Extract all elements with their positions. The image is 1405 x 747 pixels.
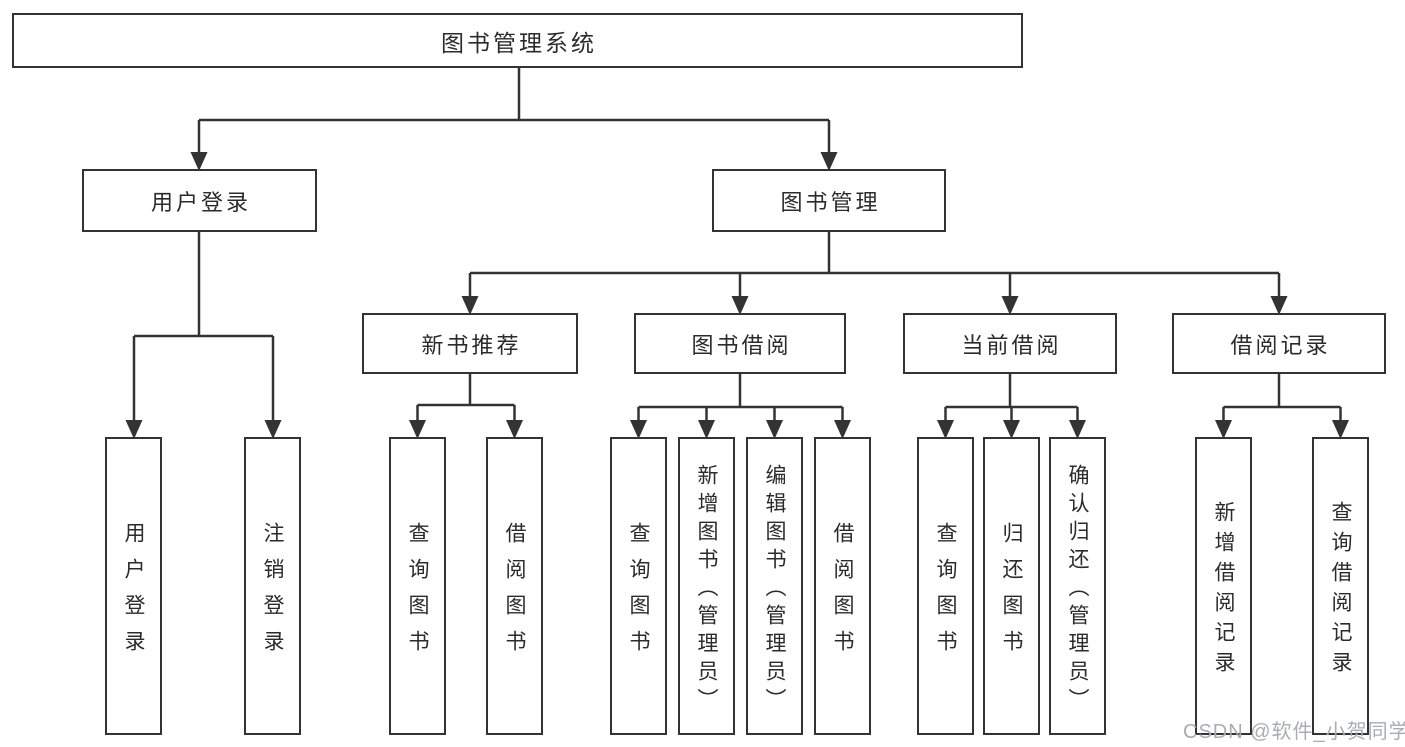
leaf-borrow-books: 借阅图书: [486, 437, 543, 735]
leaf-logout: 注销登录: [244, 437, 301, 735]
leaf-query-books-3: 查询图书: [917, 437, 974, 735]
leaf-add-borrow-record: 新增借阅记录: [1195, 437, 1252, 735]
node-new-book-recommend: 新书推荐: [362, 313, 578, 374]
leaf-query-books: 查询图书: [389, 437, 446, 735]
leaf-query-borrow-record: 查询借阅记录: [1312, 437, 1369, 735]
leaf-return-books: 归还图书: [983, 437, 1040, 735]
node-user-login: 用户登录: [82, 169, 317, 232]
leaf-add-books-admin: 新增图书（管理员）: [678, 437, 735, 735]
node-library-management-system: 图书管理系统: [12, 13, 1023, 68]
node-book-borrowing: 图书借阅: [634, 313, 846, 374]
node-book-management: 图书管理: [712, 169, 946, 232]
leaf-edit-books-admin: 编辑图书（管理员）: [746, 437, 803, 735]
node-borrowing-records: 借阅记录: [1172, 313, 1386, 374]
leaf-user-login: 用户登录: [105, 437, 162, 735]
node-current-borrowing: 当前借阅: [903, 313, 1117, 374]
leaf-borrow-books-2: 借阅图书: [814, 437, 871, 735]
csdn-watermark: CSDN @软件_小贺同学: [1183, 721, 1405, 743]
leaf-confirm-return-admin: 确认归还（管理员）: [1049, 437, 1106, 735]
leaf-query-books-2: 查询图书: [610, 437, 667, 735]
